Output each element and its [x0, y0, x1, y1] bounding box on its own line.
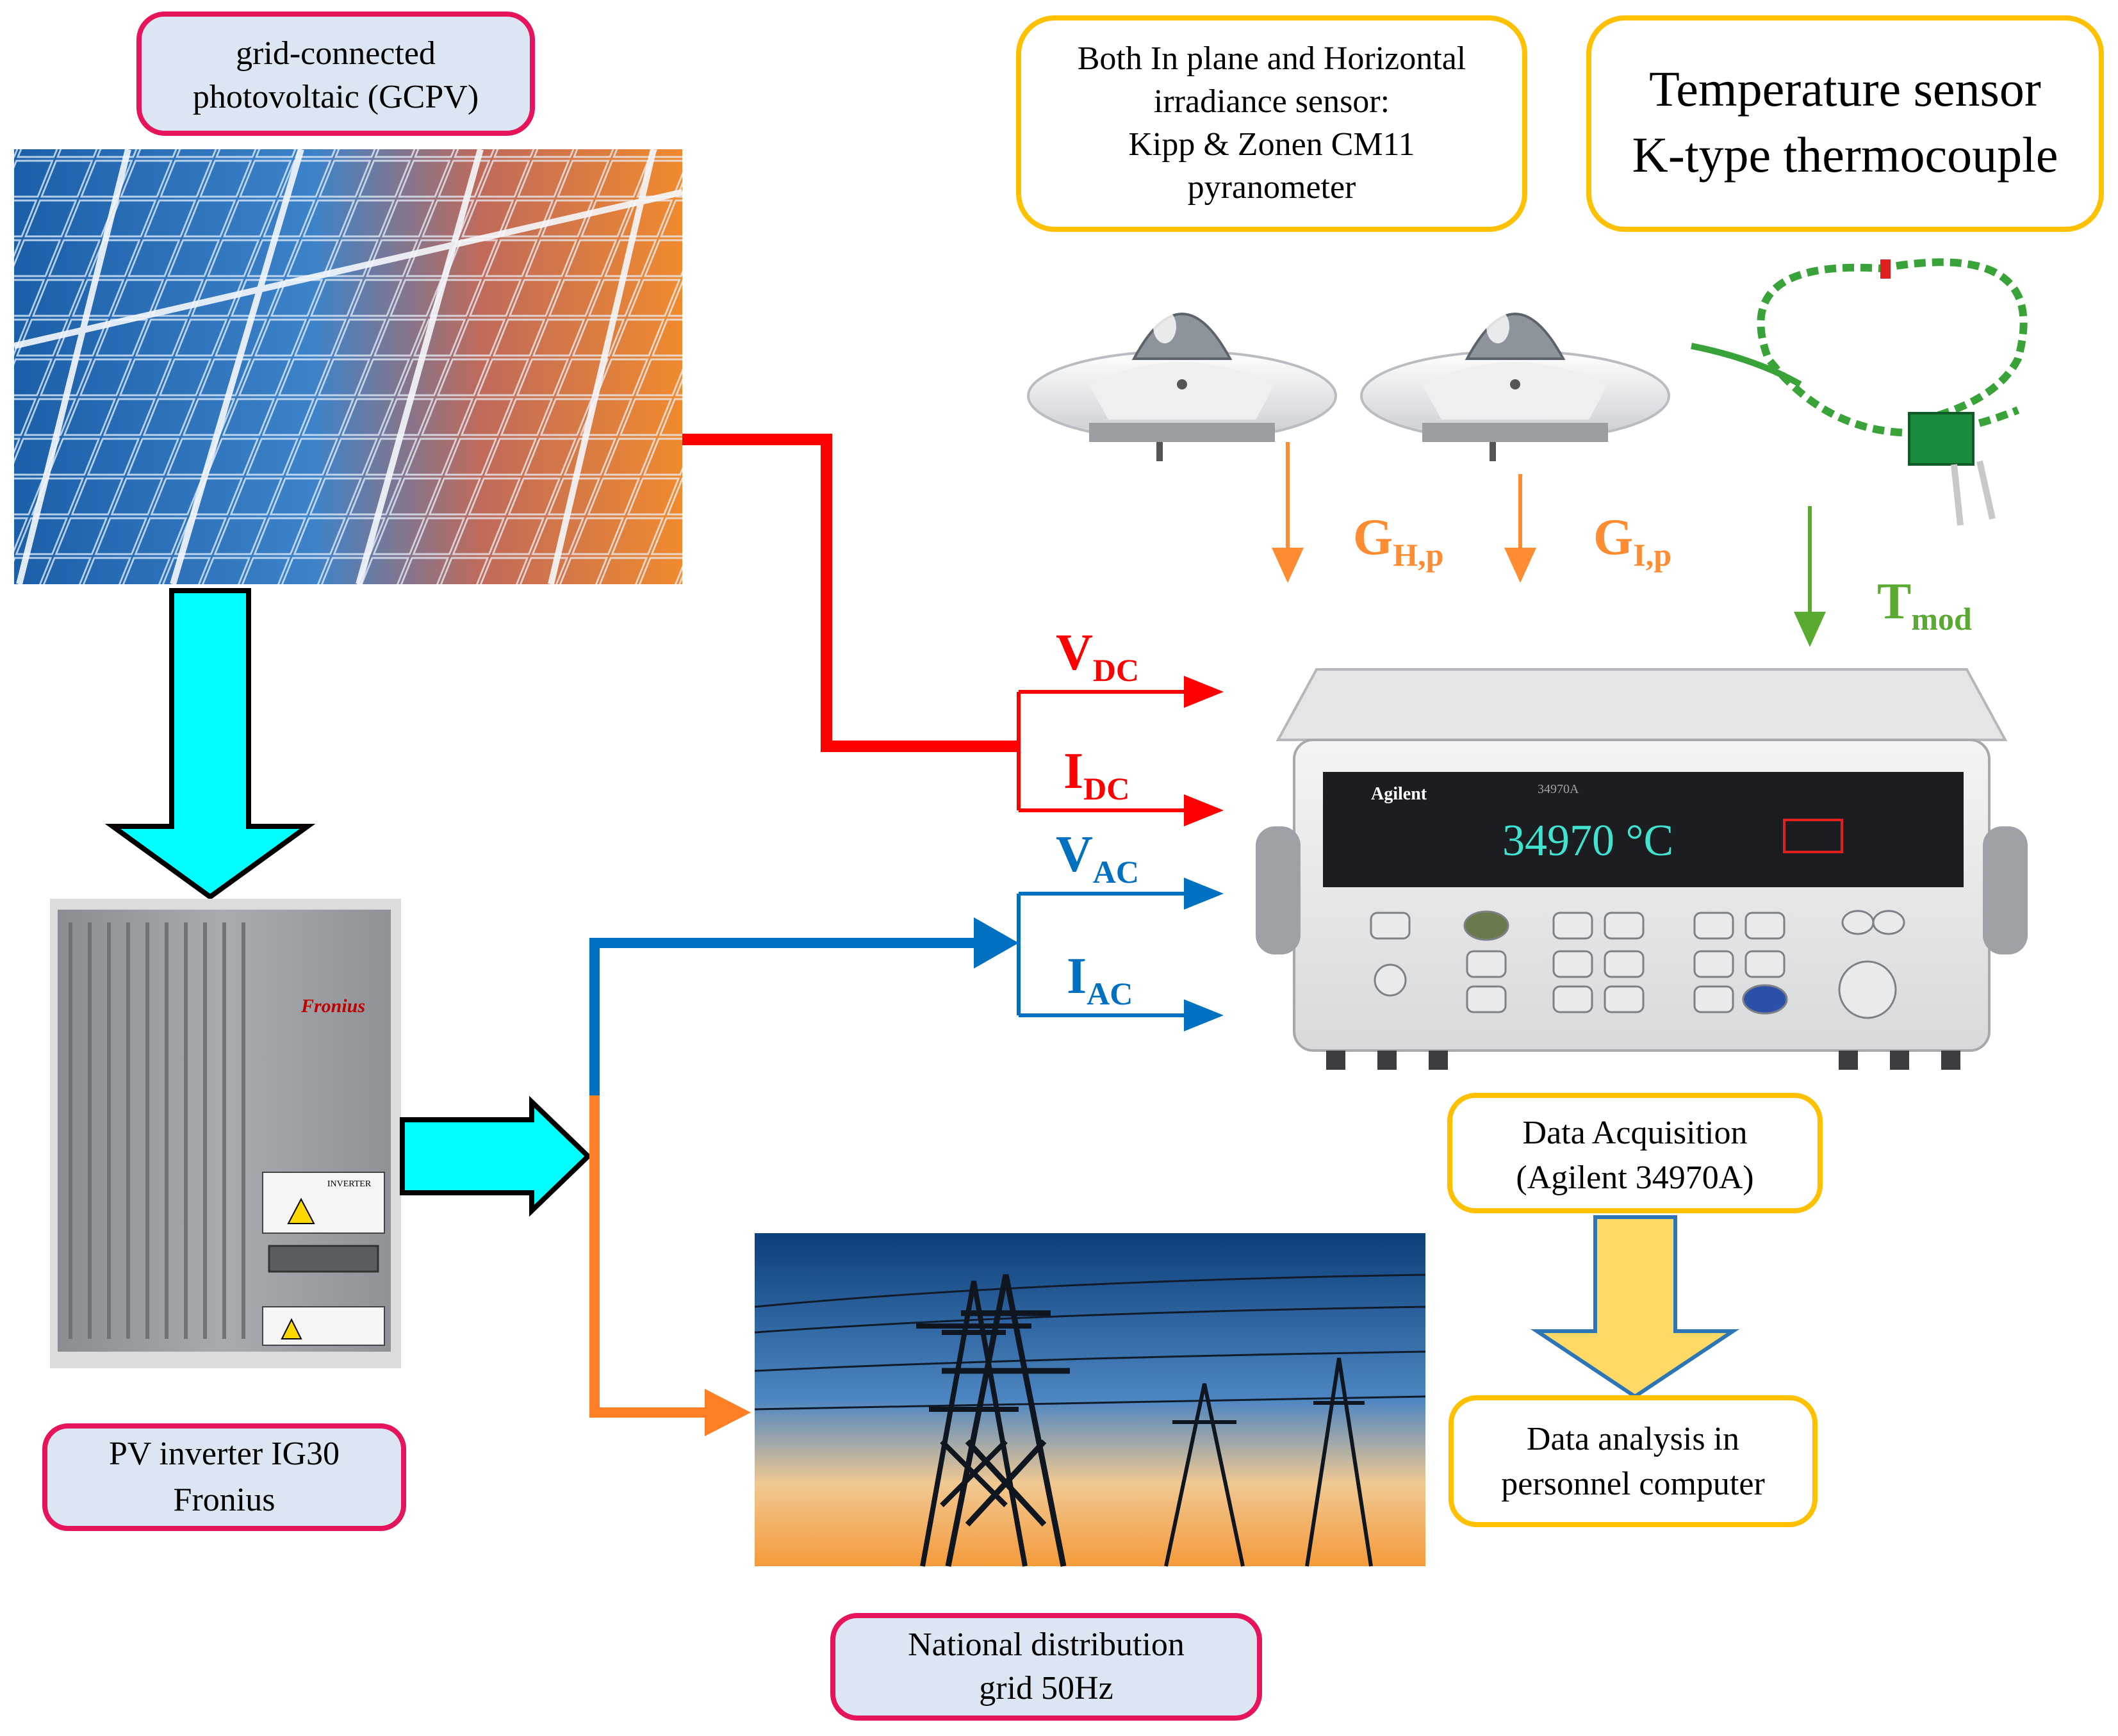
- data-flow-arrow: [1531, 1215, 1739, 1399]
- thermocouple-marker: [1880, 259, 1891, 279]
- daq-display-readout: 34970 °C: [1502, 816, 1673, 865]
- dc-signal-lines: [682, 434, 1019, 752]
- irradiance-line2: irradiance sensor:: [1154, 83, 1390, 120]
- daq-knob: [1838, 960, 1897, 1019]
- power-arrow-down: [104, 588, 316, 900]
- daq-label-line2: (Agilent 34970A): [1516, 1159, 1753, 1196]
- tmod-arrow: [1794, 506, 1826, 647]
- pylon-right: [1164, 1357, 1373, 1567]
- daq-key: [1370, 912, 1411, 940]
- analysis-label-line1: Data analysis in: [1527, 1421, 1739, 1457]
- thermocouple-image: [1691, 258, 2028, 526]
- ac-branch: [1017, 878, 1224, 1031]
- daq-model: 34970A: [1538, 782, 1579, 796]
- warning-icon: [287, 1197, 315, 1224]
- tmod-label: Tmod: [1877, 573, 1972, 637]
- pyranometer-inplane: [1360, 310, 1670, 461]
- gip-label: GI,p: [1593, 509, 1671, 573]
- daq-label-line1: Data Acquisition: [1523, 1115, 1748, 1151]
- power-arrow-right: [400, 1095, 592, 1217]
- ac-signal-lines: [589, 938, 983, 1095]
- grid-label: National distribution grid 50Hz: [830, 1613, 1262, 1721]
- solar-panel-image: [13, 148, 684, 585]
- fronius-logo: Fronius: [300, 995, 365, 1017]
- inverter-label-line2: Fronius: [174, 1482, 275, 1518]
- gcpv-label-line1: grid-connected: [236, 35, 436, 72]
- irradiance-line1: Both In plane and Horizontal: [1078, 40, 1466, 77]
- ac-main-arrowhead: [974, 917, 1019, 969]
- iac-label: IAC: [1067, 948, 1133, 1011]
- gcpv-label-line2: photovoltaic (GCPV): [193, 79, 479, 115]
- idc-arrowhead: [1184, 794, 1224, 826]
- dc-branch: [1017, 676, 1224, 826]
- analysis-label: Data analysis in personnel computer: [1449, 1395, 1818, 1527]
- vdc-arrowhead: [1184, 676, 1224, 708]
- daq-label: Data Acquisition (Agilent 34970A): [1447, 1093, 1823, 1213]
- vac-label: VAC: [1056, 826, 1139, 890]
- irradiance-line4: pyranometer: [1188, 169, 1356, 206]
- grid-feed-line: [589, 1095, 711, 1418]
- ghp-arrow: [1272, 442, 1304, 583]
- daq-scan-key: [1463, 910, 1509, 941]
- daq-unit-image: Agilent 34970A 34970 °C: [1256, 668, 2028, 1070]
- iac-arrowhead: [1184, 999, 1224, 1031]
- inverter-label-line1: PV inverter IG30: [109, 1436, 340, 1472]
- idc-label: IDC: [1063, 743, 1129, 807]
- analysis-label-line2: personnel computer: [1501, 1466, 1765, 1502]
- power-grid-image: [754, 1233, 1426, 1567]
- pyranometer-horizontal: [1027, 310, 1337, 461]
- gip-arrow: [1504, 474, 1536, 583]
- grid-arrowhead: [705, 1389, 751, 1436]
- temperature-sensor-label: Temperature sensor K-type thermocouple: [1586, 15, 2104, 232]
- thermocouple-plug: [1908, 412, 1974, 466]
- inverter-label: PV inverter IG30 Fronius: [42, 1423, 406, 1531]
- inverter-image: Fronius INVERTER: [50, 899, 401, 1368]
- inverter-warning-title: INVERTER: [327, 1179, 372, 1189]
- gcpv-label: grid-connected photovoltaic (GCPV): [136, 12, 535, 136]
- daq-brand: Agilent: [1371, 784, 1427, 804]
- grid-label-line2: grid 50Hz: [979, 1670, 1113, 1707]
- pylon-center: [942, 1274, 1070, 1567]
- temperature-line1: Temperature sensor: [1649, 61, 2041, 117]
- warning-icon: [281, 1318, 302, 1339]
- vdc-label: VDC: [1056, 625, 1139, 688]
- daq-power-key: [1374, 963, 1407, 997]
- vac-arrowhead: [1184, 878, 1224, 910]
- ghp-label: GH,p: [1353, 509, 1443, 573]
- irradiance-sensor-label: Both In plane and Horizontal irradiance …: [1016, 15, 1527, 232]
- temperature-line2: K-type thermocouple: [1632, 127, 2058, 183]
- grid-label-line1: National distribution: [908, 1626, 1185, 1663]
- irradiance-line3: Kipp & Zonen CM11: [1128, 126, 1415, 163]
